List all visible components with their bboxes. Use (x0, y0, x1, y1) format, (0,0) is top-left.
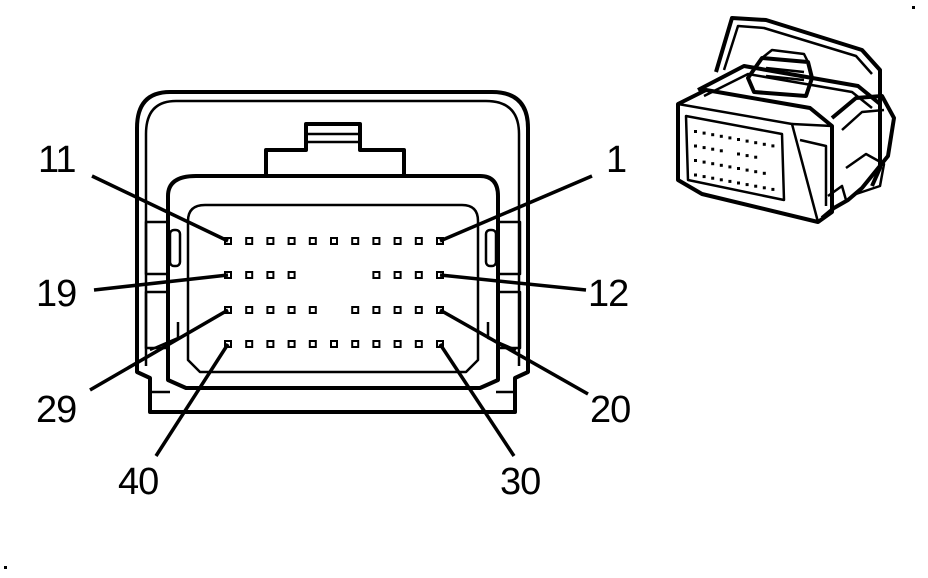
pin-cavity (308, 237, 317, 245)
isometric-pin-dot (694, 173, 697, 177)
pin-cavity (414, 306, 423, 314)
pin-label-12: 12 (588, 273, 628, 315)
isometric-pin-dot (719, 163, 723, 167)
pin-cavity (372, 271, 381, 279)
pin-cavity (351, 340, 360, 348)
pin-cavity (393, 237, 402, 245)
leader-line-30 (438, 343, 516, 457)
pin-cavity (372, 237, 381, 245)
pin-cavity (308, 340, 317, 348)
pin-cavity (245, 237, 254, 245)
isometric-pin-dot (762, 186, 766, 190)
pin-cavities (224, 237, 444, 348)
pin-label-19: 19 (36, 273, 76, 315)
isometric-pin-dot (694, 144, 697, 148)
isometric-pin-dot (702, 146, 706, 150)
isometric-pin-dot (728, 136, 732, 140)
pin-cavity (351, 306, 360, 314)
isometric-pin-dot (719, 149, 723, 153)
isometric-pin-dot (754, 141, 758, 145)
leader-line-20 (439, 308, 589, 396)
pin-cavity (351, 237, 360, 245)
pin-cavity (372, 340, 381, 348)
isometric-pin-dot (737, 152, 740, 156)
isometric-pin-dot (754, 184, 758, 188)
pin-cavity (287, 306, 296, 314)
isometric-pin-dot (762, 142, 766, 146)
leader-line-40 (154, 343, 230, 457)
pin-cavity (393, 271, 402, 279)
isometric-pin-dot (745, 139, 749, 143)
pin-cavity (308, 306, 317, 314)
connector-isometric-view (676, 16, 896, 224)
isometric-pin-dot (719, 178, 723, 182)
pin-cavity (414, 237, 423, 245)
isometric-pin-dot (762, 171, 766, 175)
connector-face: 11 1 19 12 29 20 40 30 (36, 90, 631, 503)
isometric-pin-dot (702, 131, 706, 135)
pin-cavity (330, 340, 338, 348)
isometric-pin-dot (745, 168, 749, 172)
pin-label-29: 29 (36, 389, 76, 431)
pin-cavity (266, 340, 275, 348)
isometric-pin-dot (728, 165, 732, 169)
pin-cavity (330, 237, 338, 245)
leader-line-19 (93, 273, 229, 292)
corner-mark (912, 6, 915, 9)
isometric-pin-dot (702, 175, 706, 179)
isometric-pin-dot (737, 167, 740, 170)
isometric-pin-dot (694, 159, 697, 162)
isometric-pin-dot (754, 170, 758, 174)
leader-line-29 (89, 308, 229, 392)
isometric-pin-dot (745, 154, 749, 158)
isometric-pin-dot (711, 133, 715, 137)
corner-mark (4, 566, 7, 569)
pin-cavity (372, 306, 381, 314)
leader-line-11 (91, 174, 229, 243)
isometric-pin-dot (737, 138, 740, 141)
pin-cavity (287, 271, 296, 279)
pin-label-1: 1 (606, 139, 626, 181)
isometric-pin-dot (711, 176, 715, 180)
isometric-pin-dot (737, 181, 740, 185)
isometric-pin-dot (754, 155, 758, 159)
isometric-pin-cavities (694, 130, 775, 191)
isometric-pin-dot (702, 160, 706, 164)
isometric-pin-dot (771, 144, 775, 148)
pin-cavity (245, 306, 254, 314)
isometric-pin-dot (771, 187, 775, 191)
pin-cavity (266, 237, 275, 245)
pin-label-30: 30 (500, 461, 540, 503)
pin-label-40: 40 (118, 461, 158, 503)
pin-cavity (245, 340, 254, 348)
pin-label-20: 20 (590, 389, 630, 431)
isometric-pin-dot (694, 130, 697, 133)
leader-line-1 (439, 174, 593, 243)
pin-cavity (414, 340, 423, 348)
pin-cavity (245, 271, 254, 279)
pin-cavity (266, 306, 275, 314)
pin-cavity (414, 271, 423, 279)
isometric-pin-dot (719, 134, 723, 138)
pin-cavity (393, 340, 402, 348)
isometric-pin-dot (711, 147, 715, 151)
pin-cavity (287, 237, 296, 245)
pin-label-11: 11 (38, 139, 75, 181)
pin-cavity (266, 271, 275, 279)
isometric-pin-dot (745, 183, 749, 187)
pin-cavity (393, 306, 402, 314)
isometric-pin-dot (711, 162, 715, 166)
leader-line-12 (439, 273, 587, 292)
isometric-pin-dot (728, 179, 732, 183)
pin-cavity (287, 340, 296, 348)
